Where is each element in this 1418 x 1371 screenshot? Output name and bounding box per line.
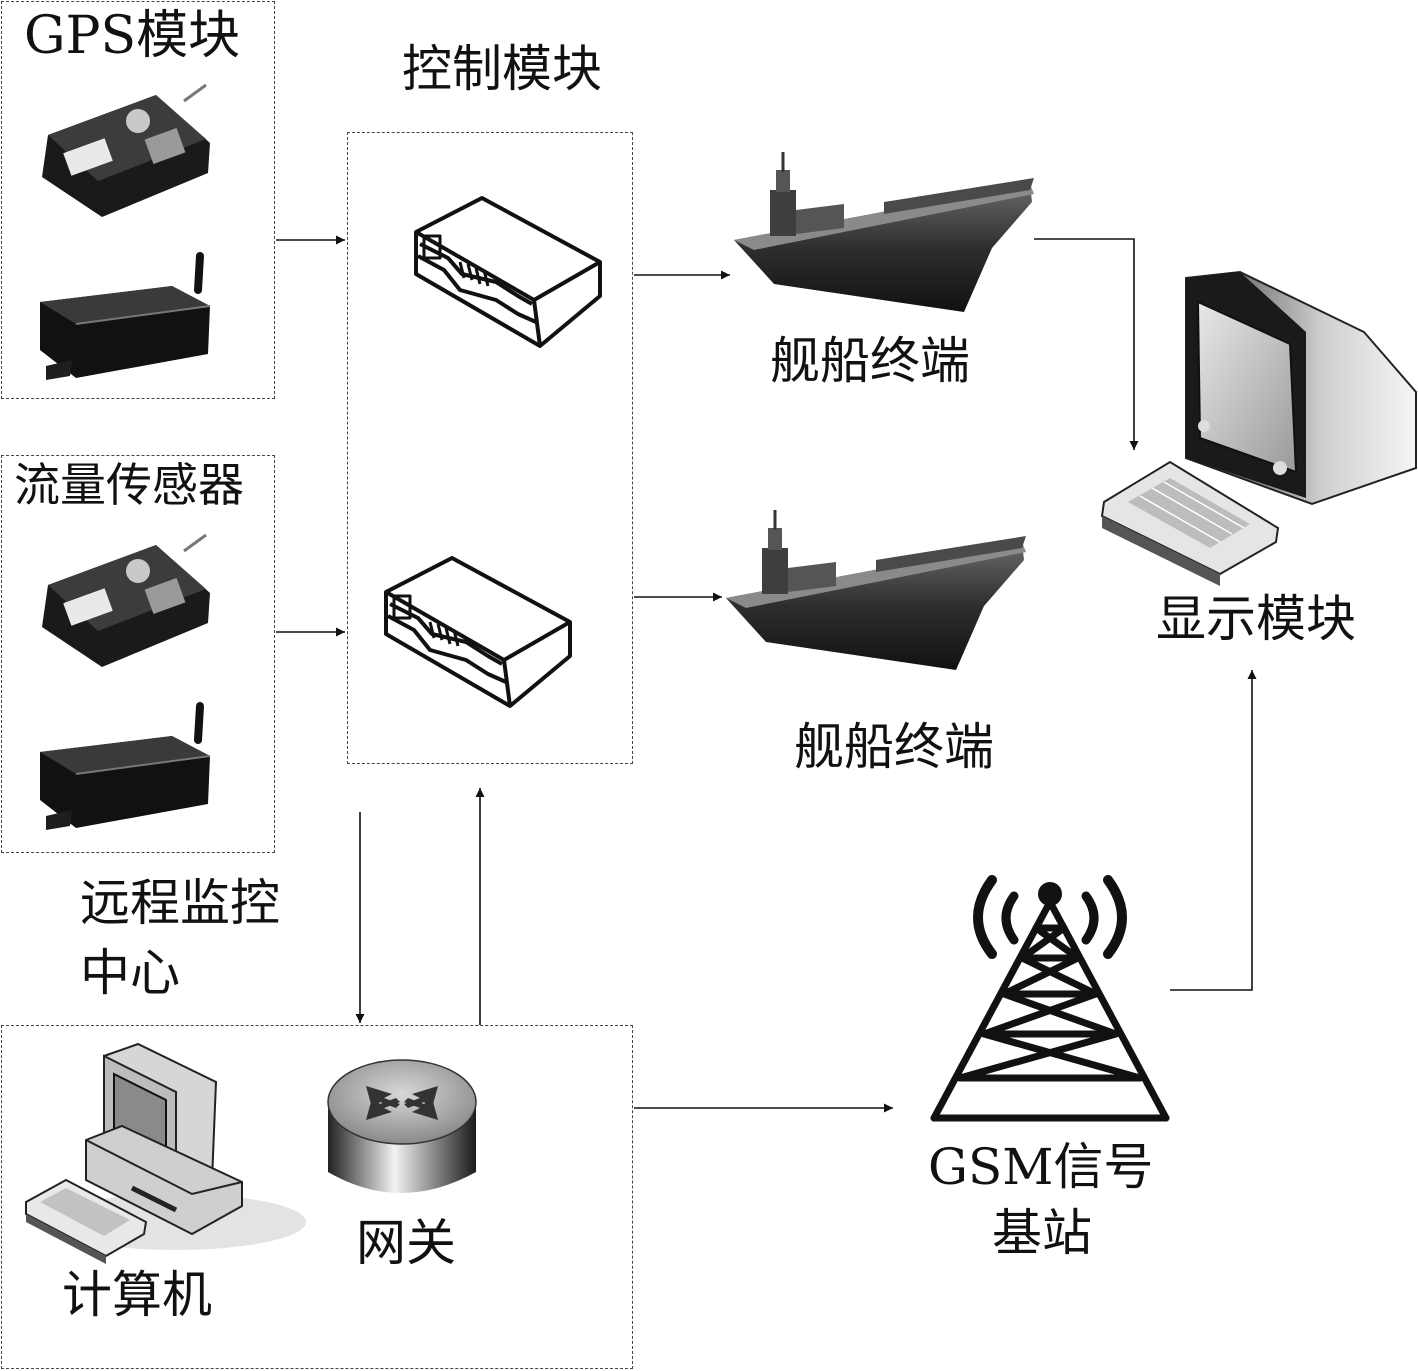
control-module-box bbox=[347, 132, 633, 764]
gsm-label-line1: GSM信号 bbox=[928, 1138, 1154, 1196]
gsm-label-line2: 基站 bbox=[992, 1204, 1092, 1262]
arrow-ship-to-display bbox=[1034, 238, 1139, 450]
flow-sensor-label: 流量传感器 bbox=[14, 458, 244, 512]
warship-icon bbox=[726, 510, 1026, 670]
gps-module-label: GPS模块 bbox=[24, 6, 241, 66]
connectors bbox=[276, 235, 1257, 1113]
display-module-label: 显示模块 bbox=[1156, 590, 1356, 648]
desktop-computer-icon bbox=[25, 1042, 306, 1264]
controller-device-icon bbox=[384, 556, 572, 708]
flow-sensor-box bbox=[1, 455, 275, 853]
warship-icon bbox=[734, 152, 1034, 312]
control-module-label: 控制模块 bbox=[402, 40, 602, 98]
computer-label: 计算机 bbox=[62, 1266, 212, 1324]
router-icon bbox=[327, 1059, 477, 1193]
ship-terminal-label-2: 舰船终端 bbox=[794, 718, 994, 776]
ship-terminal-label-1: 舰船终端 bbox=[770, 332, 970, 390]
remote-center-label-line1: 远程监控 bbox=[80, 874, 280, 932]
gateway-label: 网关 bbox=[356, 1214, 456, 1272]
crt-monitor-keyboard-icon bbox=[1100, 270, 1417, 586]
wireless-transceiver-icon bbox=[40, 252, 211, 380]
circuit-board-icon bbox=[42, 83, 210, 217]
signal-tower-icon bbox=[930, 875, 1170, 1122]
wireless-transceiver-icon bbox=[40, 702, 211, 830]
gps-module-box bbox=[1, 1, 275, 399]
remote-center-box bbox=[1, 1025, 633, 1369]
arrow-gsm-to-display bbox=[1170, 670, 1257, 991]
remote-center-label-line2: 中心 bbox=[80, 944, 180, 1002]
controller-device-icon bbox=[414, 196, 602, 348]
circuit-board-icon bbox=[42, 533, 210, 667]
